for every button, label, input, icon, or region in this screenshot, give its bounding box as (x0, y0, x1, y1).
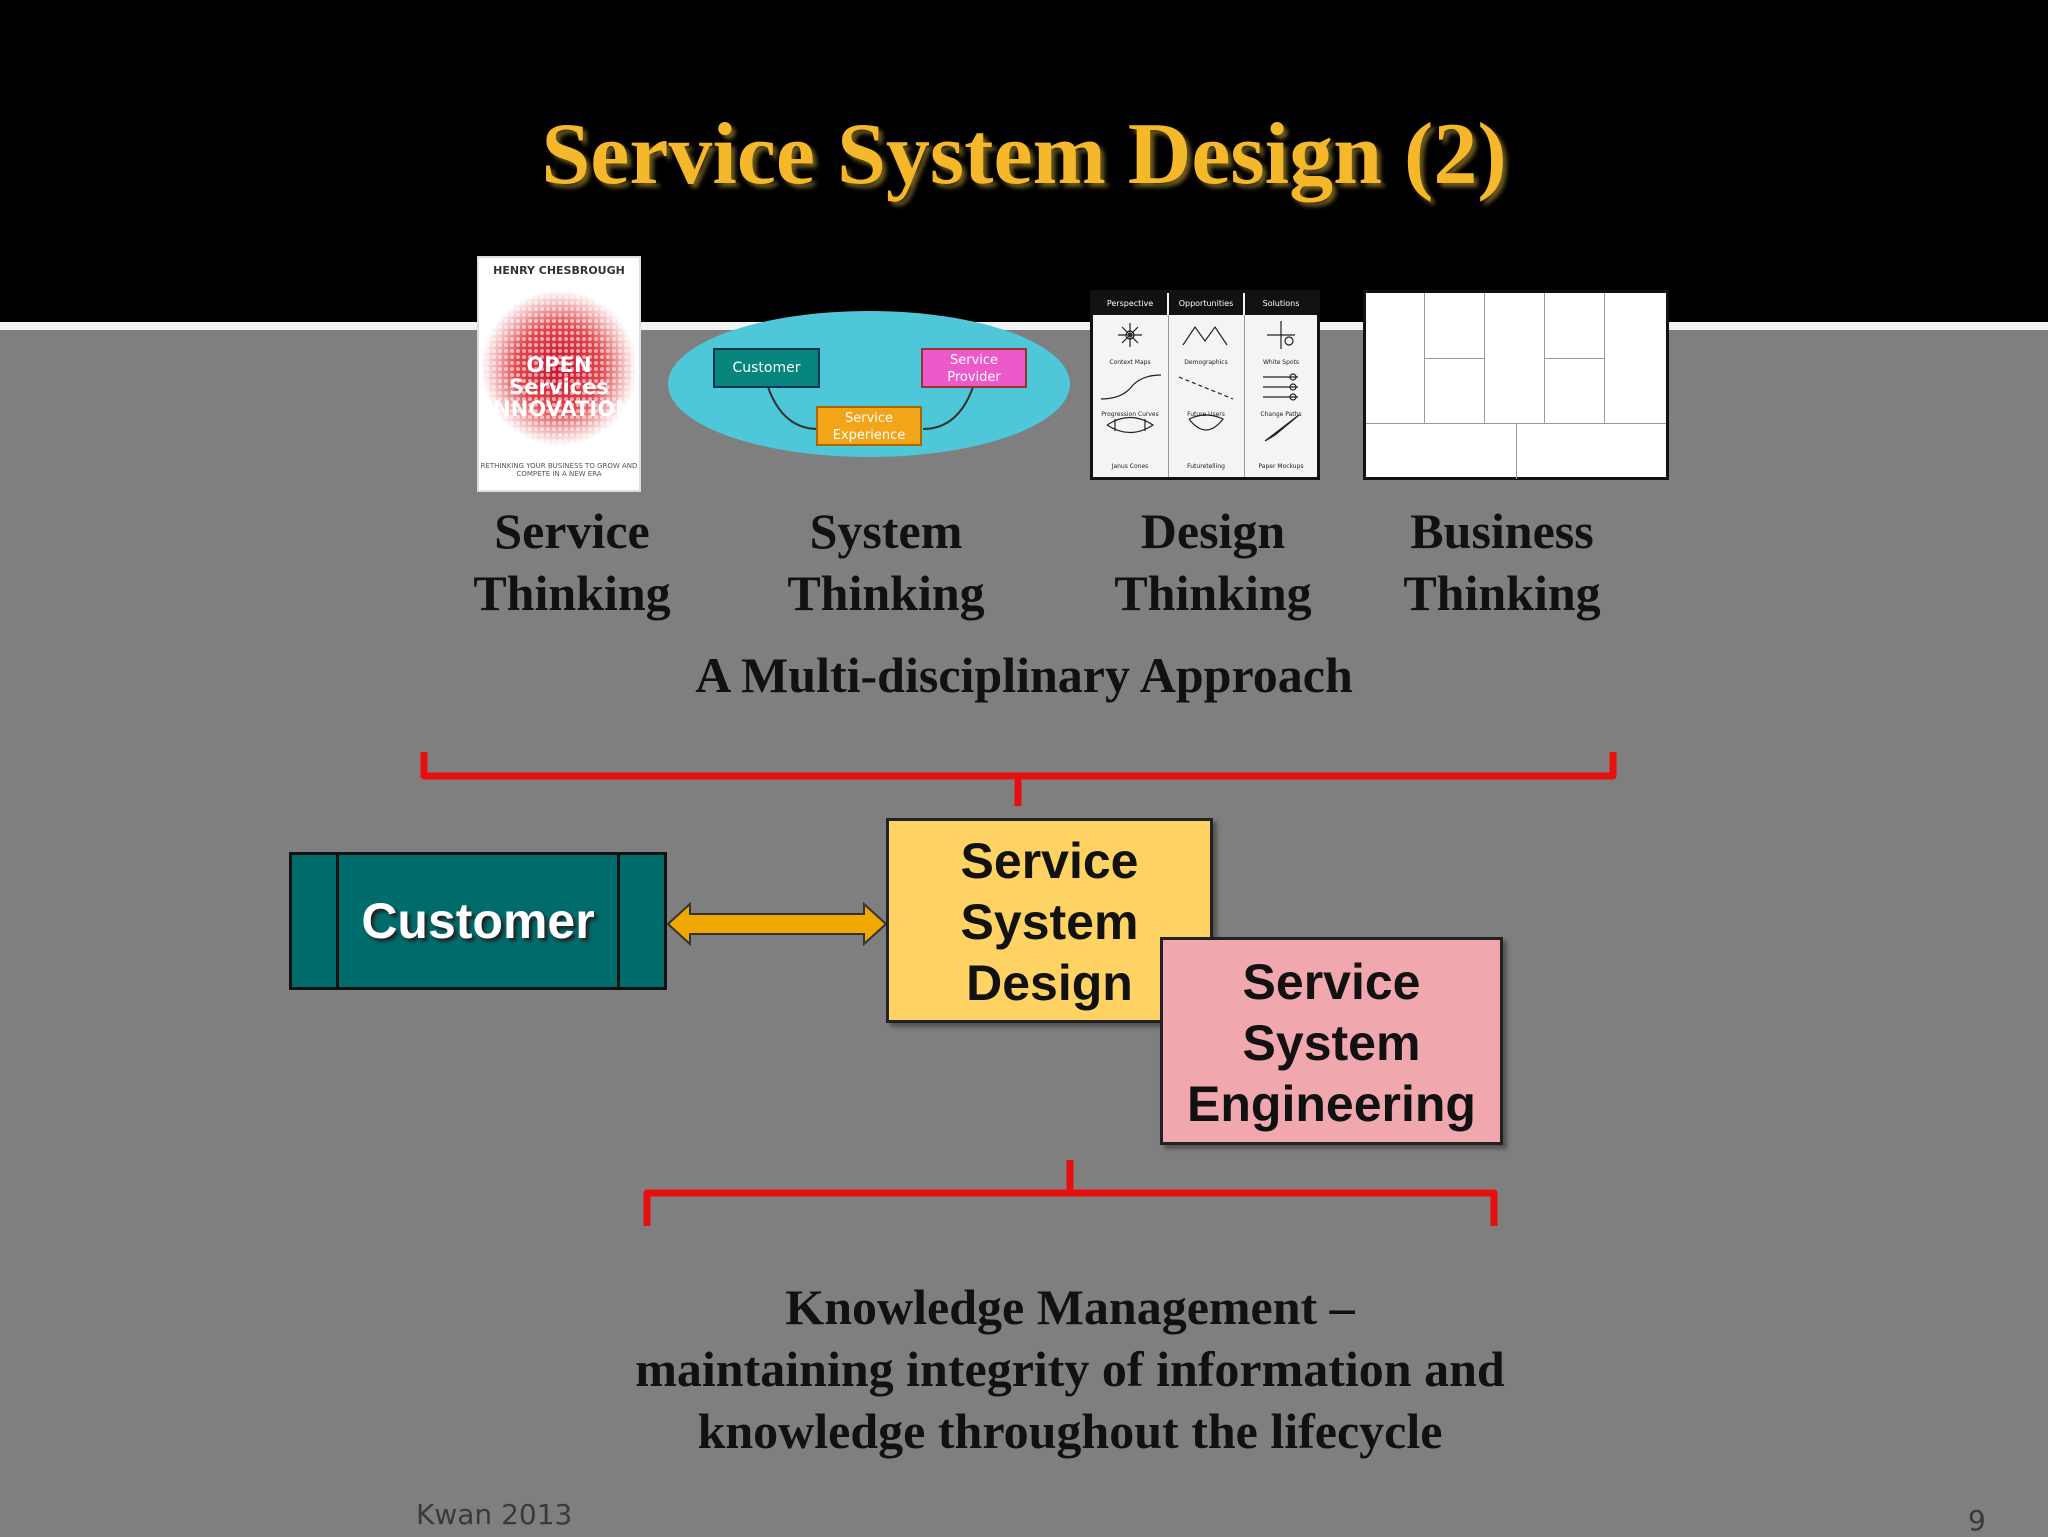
caption-line: Thinking (1403, 565, 1601, 621)
km-line: maintaining integrity of information and (635, 1341, 1505, 1397)
customer-label: Customer (361, 893, 595, 949)
grid-cell: Context Maps (1109, 359, 1151, 366)
caption-line: System (809, 503, 963, 559)
ssd-line: Design (966, 955, 1133, 1011)
business-model-canvas (1363, 290, 1669, 480)
sse-line: Engineering (1187, 1076, 1476, 1132)
grid-sketch-icons (1100, 321, 1300, 442)
double-arrow (666, 901, 888, 947)
caption-line: Business (1410, 503, 1594, 559)
mini-provider-box: Service Provider (921, 348, 1027, 388)
grid-header-perspective: Perspective (1093, 293, 1167, 315)
footer-author: Kwan 2013 (416, 1498, 573, 1531)
grid-cell: Paper Mockups (1258, 463, 1304, 470)
caption-system-thinking: System Thinking (736, 500, 1036, 624)
grid-header-opportunities: Opportunities (1169, 293, 1243, 315)
caption-service-thinking: Service Thinking (422, 500, 722, 624)
caption-line: Thinking (473, 565, 671, 621)
slide-title: Service System Design (2) (541, 106, 1507, 203)
dot-sphere-graphic (481, 290, 637, 446)
ssd-line: System (960, 894, 1139, 950)
sse-line: Service (1242, 954, 1421, 1010)
knowledge-management-text: Knowledge Management – maintaining integ… (540, 1276, 1600, 1462)
customer-box-divider (336, 855, 339, 987)
sse-line: System (1242, 1015, 1421, 1071)
service-system-engineering-box: Service System Engineering (1160, 937, 1503, 1145)
grid-cell: Change Paths (1260, 411, 1302, 418)
grid-cell: Demographics (1184, 359, 1228, 366)
customer-box: Customer (289, 852, 667, 990)
ssd-line: Service (960, 833, 1139, 889)
caption-business-thinking: Business Thinking (1352, 500, 1652, 624)
book-cover-image: HENRY CHESBROUGH OPEN Services INNOVATIO… (477, 256, 641, 492)
caption-line: Service (494, 503, 650, 559)
mini-experience-box: Service Experience (816, 406, 922, 446)
mini-customer-box: Customer (713, 348, 820, 388)
book-title-line-1: OPEN Services (509, 353, 609, 399)
caption-line: Thinking (787, 565, 985, 621)
caption-design-thinking: Design Thinking (1063, 500, 1363, 624)
km-line: knowledge throughout the lifecycle (697, 1403, 1443, 1459)
header-band (0, 0, 2048, 322)
header-divider (0, 322, 2048, 330)
grid-cell: Progression Curves (1101, 411, 1159, 418)
approach-caption: A Multi-disciplinary Approach (695, 647, 1353, 703)
book-author: HENRY CHESBROUGH (493, 264, 625, 277)
grid-header-solutions: Solutions (1245, 293, 1317, 315)
top-bracket (420, 752, 1617, 806)
book-title-line-2: INNOVATION (485, 397, 633, 421)
book-title: OPEN Services INNOVATION (479, 354, 639, 420)
system-diagram-arrows (767, 386, 974, 430)
bottom-bracket (643, 1160, 1498, 1226)
page-number: 9 (1968, 1504, 1986, 1537)
customer-box-divider (617, 855, 620, 987)
service-system-design-box: Service System Design (886, 818, 1213, 1023)
caption-line: Thinking (1114, 565, 1312, 621)
book-subtitle: RETHINKING YOUR BUSINESS TO GROW AND COM… (480, 462, 638, 478)
grid-cell: Futuretelling (1187, 463, 1225, 470)
grid-cell: White Spots (1262, 359, 1300, 366)
caption-line: Design (1140, 503, 1286, 559)
design-thinking-grid: Perspective Opportunities Solutions Cont… (1090, 290, 1320, 480)
grid-cell: Janus Cones (1111, 463, 1149, 470)
km-line: Knowledge Management – (785, 1279, 1355, 1335)
